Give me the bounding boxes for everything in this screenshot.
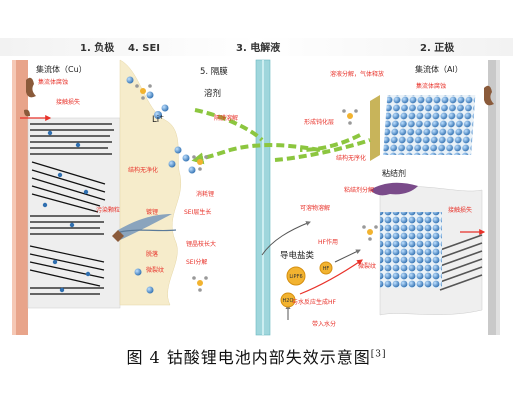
anode-dendrite: 锂晶枝长大 [186, 240, 216, 248]
hf-label: HF [323, 266, 330, 272]
sei-solvent-label: 溶剂 [204, 88, 221, 99]
cathode-collector-label: 集流体（Al） [415, 64, 463, 74]
cathode-binder-lines [439, 234, 483, 291]
anode-peeling: 脱落 [146, 250, 158, 258]
hf-molecule [319, 261, 333, 275]
anode-corrosion-blob [26, 77, 36, 98]
cathode-corrosion-blob [484, 85, 494, 106]
graphite-layers [29, 123, 114, 295]
figure-caption: 图 4 钴酸锂电池内部失效示意图[3] [126, 348, 387, 367]
solvent-molecules [135, 84, 378, 292]
anode-plating: 镀锂 [146, 208, 158, 216]
sei-particles [126, 76, 196, 294]
electrolyte-hf-formation: 与水反应生成HF [292, 298, 337, 306]
cathode-microcrack: 微裂纹 [358, 262, 376, 270]
anode-graphite [27, 117, 121, 309]
cathode-collector-corrosion: 集流体腐蚀 [416, 82, 446, 90]
li-transport-arrow-sei [194, 108, 264, 142]
separator-decomp: 隔膜溶解 [214, 114, 238, 122]
contaminant-particle [112, 230, 124, 242]
header-anode: 1. 负极 [80, 41, 115, 54]
sei-growth: SEI层生长 [184, 208, 211, 216]
anode-contact-loss: 接触损失 [56, 98, 80, 106]
lithium-dendrite [118, 214, 172, 240]
cathode-surface-layer-label: 形成钝化层 [304, 118, 334, 126]
li-transport-arrow-upper [191, 143, 321, 165]
header-cathode: 2. 正极 [420, 41, 455, 54]
sei-li-ion-label: Li+ [152, 114, 164, 126]
anode-sei-decomp: SEI分解 [186, 258, 207, 266]
cathode-binder-label: 粘结剂 [382, 168, 406, 178]
binder-blob [370, 182, 418, 196]
li-ion [154, 111, 162, 119]
cathode-surface-layer [370, 95, 380, 161]
anode-contaminant: 污染颗粒 [96, 206, 120, 214]
cathode-structure-change: 结构无序化 [336, 154, 366, 162]
cathode-metal-dissolution: 溶液分解，气体释放 [330, 70, 384, 78]
anode-collector-label: 集流体（Cu） [36, 64, 87, 74]
lipf6-label: LiPF6 [289, 274, 302, 280]
lipf6-molecule [286, 266, 306, 286]
electrolyte-water-intro: 带入水分 [312, 320, 336, 328]
cathode-hf-action: HF作用 [318, 238, 338, 246]
anode-collector-corrosion: 集流体腐蚀 [38, 78, 68, 86]
anode-microcrack: 微裂纹 [146, 266, 164, 274]
cathode-soluble: 可溶物溶解 [300, 204, 330, 212]
cathode-binder-decomp: 粘结剂分解 [344, 186, 374, 194]
h2o-label: H2O [283, 298, 294, 304]
separator-label: 5. 隔膜 [200, 66, 228, 77]
cathode-particle-upper [383, 95, 476, 155]
header-band [0, 38, 513, 56]
header-sei: 4. SEI [128, 43, 160, 54]
h2o-molecule [280, 292, 296, 308]
sei-consumption: 消耗锂 [196, 190, 214, 198]
anode-passivation: 结构无净化 [128, 166, 158, 174]
cathode-contact-loss: 接触损失 [448, 206, 472, 214]
sei-layer [119, 59, 182, 306]
header-electrolyte: 3. 电解液 [236, 41, 280, 54]
electrolyte-salt-label: 导电盐类 [280, 250, 315, 261]
anode-li-particles [42, 130, 91, 293]
